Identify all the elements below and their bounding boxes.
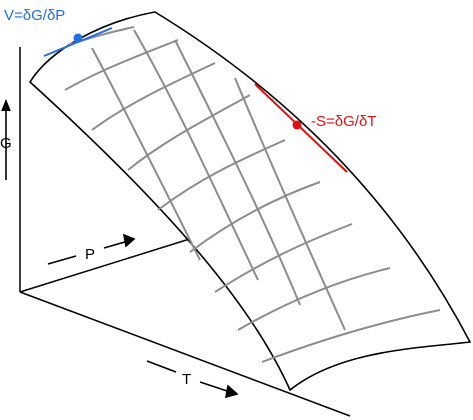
axes [19, 47, 351, 417]
entropy-tangent [254, 83, 348, 173]
entropy-point [292, 120, 302, 130]
grid-line [127, 94, 251, 171]
grid-line [91, 47, 201, 261]
entropy-tangent-line [254, 83, 348, 173]
t-axis-label: T [182, 371, 191, 388]
grid-line [189, 181, 321, 253]
grid-line [133, 29, 259, 281]
volume-tangent [43, 27, 113, 57]
t-axis-line [19, 291, 351, 417]
volume-relation-label: V=δG/δP [4, 7, 65, 24]
surface-patch [28, 11, 472, 392]
grid-line [234, 77, 346, 331]
p-axis-line [19, 231, 213, 293]
grid-line [261, 309, 441, 363]
grid-line [91, 62, 216, 131]
grid-line [157, 139, 286, 211]
g-arrow-head [1, 98, 11, 112]
t-dash-left [146, 360, 177, 373]
grid-line [174, 39, 301, 306]
t-axis-arrow-group [146, 360, 239, 399]
grid-line [64, 39, 179, 91]
p-arrow-head [122, 233, 136, 248]
t-arrow-head [224, 384, 239, 399]
p-axis-arrow-group [47, 233, 136, 265]
grid-line [237, 267, 391, 331]
grid-line [214, 223, 353, 293]
volume-point [73, 33, 83, 43]
surface-grid [64, 26, 441, 363]
p-dash-left [47, 255, 77, 265]
p-arrow-icon [103, 240, 129, 249]
p-axis-label: P [85, 246, 95, 263]
g-axis-label: G [0, 135, 12, 152]
entropy-relation-label: -S=δG/δT [311, 113, 376, 130]
g-axis-arrow-group [1, 98, 11, 180]
t-arrow-icon [199, 381, 231, 393]
